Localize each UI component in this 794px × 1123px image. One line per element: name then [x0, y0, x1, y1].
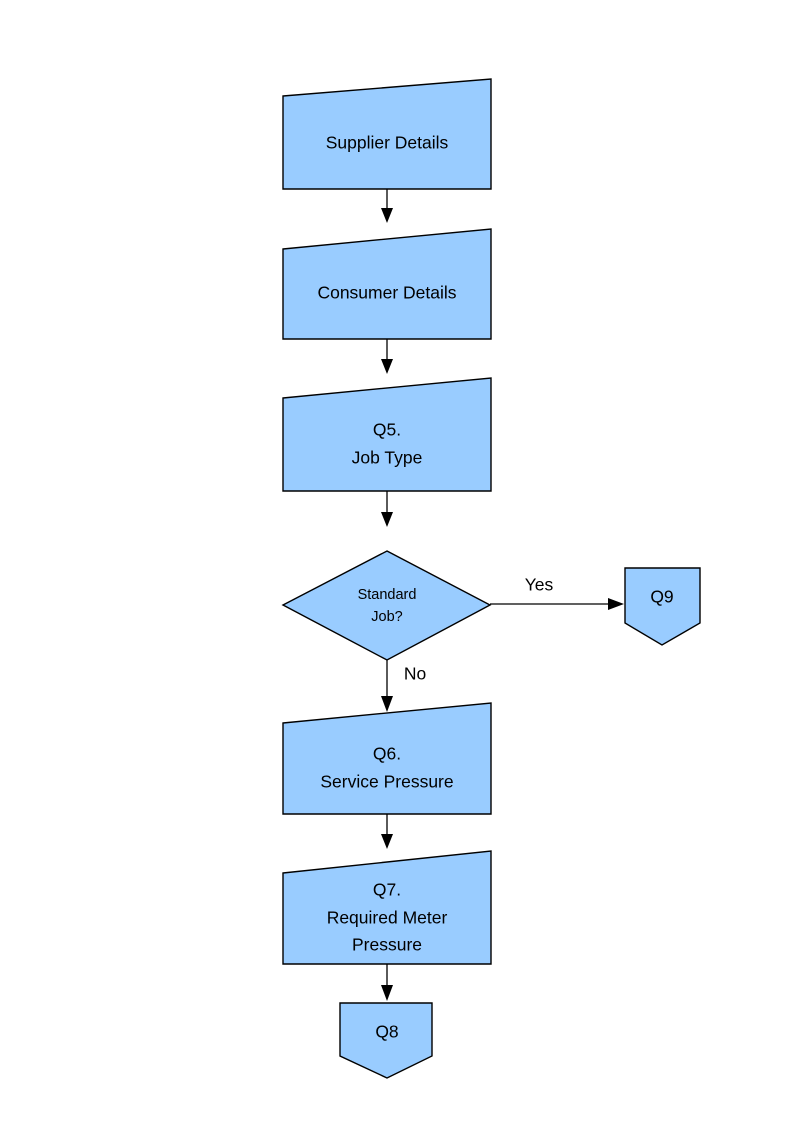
connector-supplier-to-consumer — [381, 189, 393, 223]
q9-label: Q9 — [650, 587, 673, 607]
arrow-head-icon — [381, 512, 393, 527]
node-q5-job-type[interactable]: Q5. Job Type — [282, 377, 492, 492]
arrow-head-icon — [381, 359, 393, 374]
connector-q7-to-q8 — [381, 964, 393, 1001]
connector-q6-to-q7 — [381, 814, 393, 849]
q9-shape[interactable] — [624, 567, 701, 646]
q7-label-line3: Pressure — [352, 935, 422, 955]
connector-decision-to-q9: Yes — [490, 575, 624, 610]
node-standard-job-decision[interactable]: Standard Job? — [281, 550, 492, 661]
consumer-details-shape[interactable] — [282, 228, 492, 340]
supplier-details-shape[interactable] — [282, 78, 492, 190]
consumer-details-label: Consumer Details — [317, 283, 456, 303]
standard-job-decision-label-line1: Standard — [358, 587, 417, 603]
q8-label: Q8 — [375, 1022, 398, 1042]
connector-consumer-to-q5 — [381, 339, 393, 374]
node-supplier-details[interactable]: Supplier Details — [282, 78, 492, 190]
arrow-head-icon — [381, 834, 393, 849]
q7-label-line1: Q7. — [373, 880, 401, 900]
q6-service-pressure-shape[interactable] — [282, 702, 492, 815]
node-q8[interactable]: Q8 — [339, 1002, 433, 1079]
supplier-details-label: Supplier Details — [326, 133, 449, 153]
edge-label-no: No — [404, 664, 426, 684]
node-q6-service-pressure[interactable]: Q6. Service Pressure — [282, 702, 492, 815]
edge-label-yes: Yes — [525, 575, 554, 595]
arrow-head-icon — [381, 696, 393, 712]
standard-job-decision-shape[interactable] — [281, 550, 492, 661]
q8-shape[interactable] — [339, 1002, 433, 1079]
connector-decision-to-q6: No — [381, 660, 426, 712]
node-consumer-details[interactable]: Consumer Details — [282, 228, 492, 340]
q6-service-pressure-label-line2: Service Pressure — [320, 772, 453, 792]
q6-service-pressure-label-line1: Q6. — [373, 744, 401, 764]
q7-label-line2: Required Meter — [327, 908, 448, 928]
connector-q5-to-decision — [381, 491, 393, 527]
node-q7-required-meter-pressure[interactable]: Q7. Required Meter Pressure — [282, 850, 492, 965]
q7-required-meter-pressure-shape[interactable] — [282, 850, 492, 965]
q5-job-type-shape[interactable] — [282, 377, 492, 492]
q5-job-type-label-line1: Q5. — [373, 420, 401, 440]
arrow-head-icon — [381, 985, 393, 1001]
q5-job-type-label-line2: Job Type — [352, 448, 423, 468]
arrow-head-icon — [381, 208, 393, 223]
arrow-head-icon — [608, 598, 624, 610]
node-q9[interactable]: Q9 — [624, 567, 701, 646]
standard-job-decision-label-line2: Job? — [371, 609, 402, 625]
